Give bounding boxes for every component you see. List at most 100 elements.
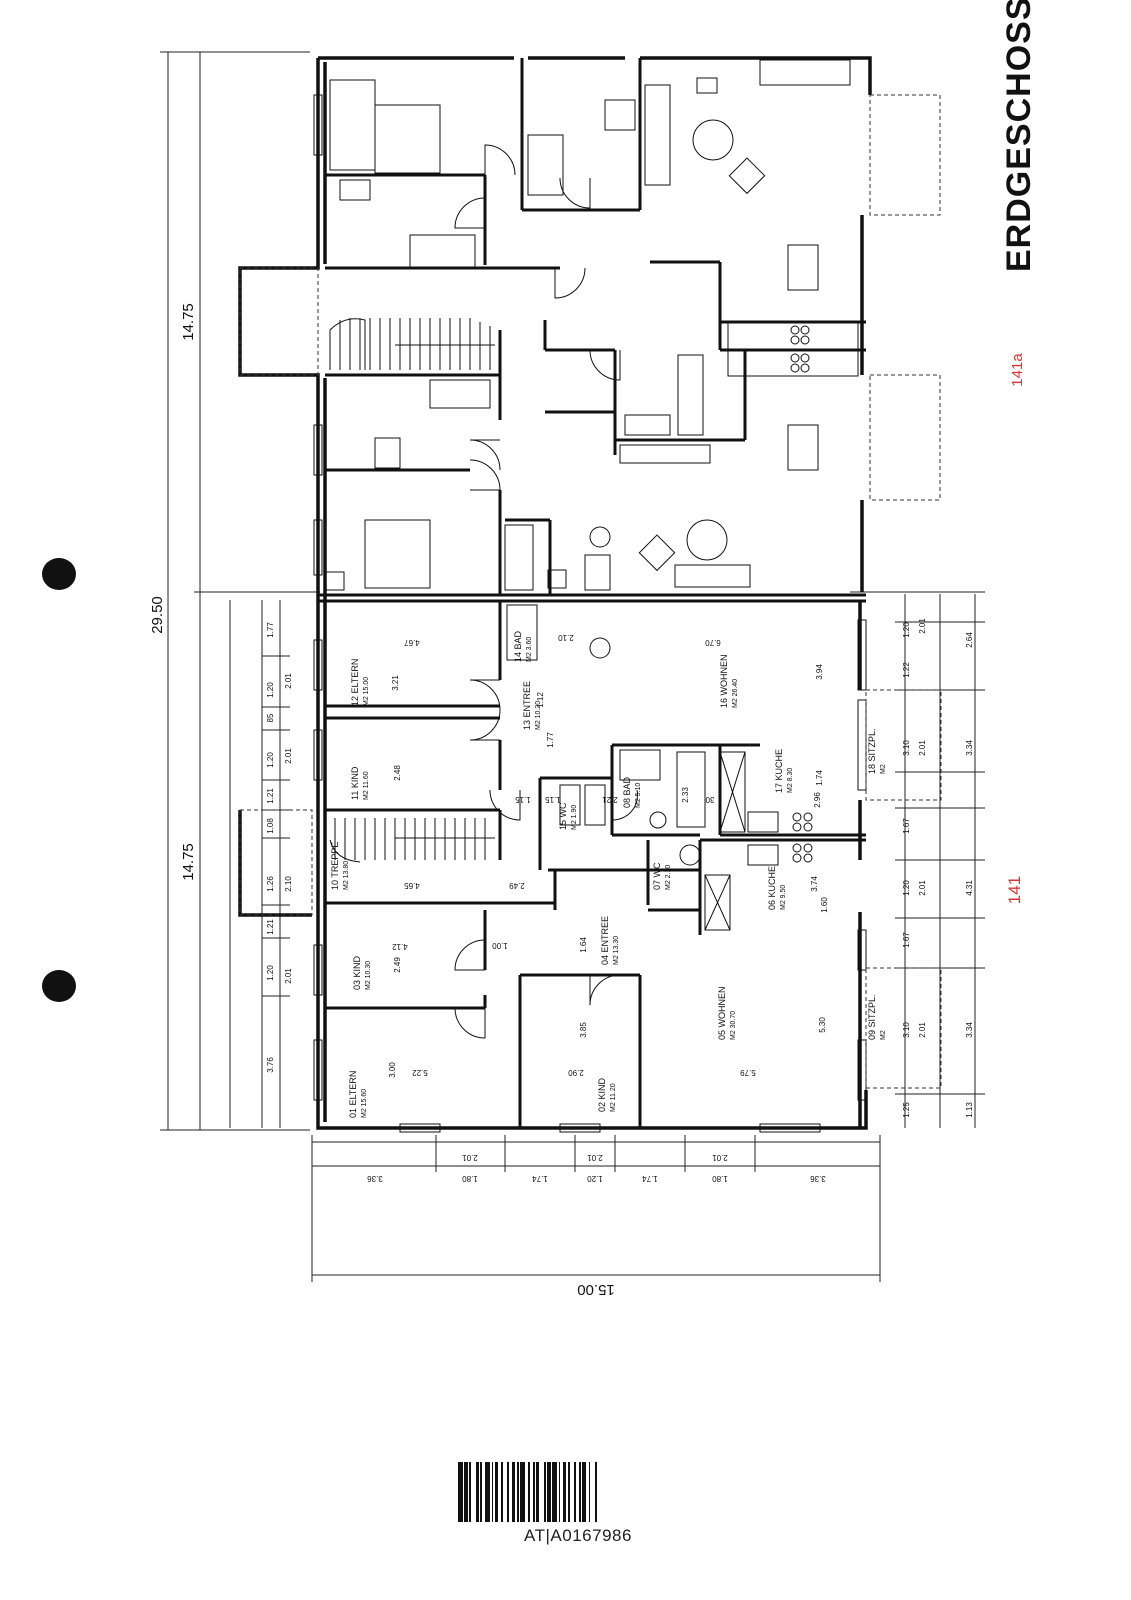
dimension-label: 4.12 <box>392 942 408 951</box>
dimension-label: 1.25 <box>902 1102 911 1118</box>
dimension-label: 1.74 <box>815 770 824 786</box>
room-label-01: 01 ELTERN <box>348 1071 358 1118</box>
interior-walls <box>318 58 866 1128</box>
room-label-04: 04 ENTREE <box>600 916 610 965</box>
dimension-label: 1.20 <box>902 622 911 638</box>
dimension-label: 3.10 <box>902 1022 911 1038</box>
dimension-label: 2.33 <box>681 787 690 803</box>
dimension-label: 1.13 <box>965 1102 974 1118</box>
barcode-text: AT|A0167986 <box>524 1526 632 1545</box>
room-area-10: M2 13.80 <box>343 861 350 890</box>
room-label-08: 08 BAD <box>622 776 632 808</box>
overall-width-label: 15.00 <box>577 1281 615 1298</box>
room-area-16: M2 26.40 <box>732 679 739 708</box>
round-table <box>692 119 734 161</box>
dimension-label: 3.36 <box>367 1174 383 1183</box>
room-area-15: M2 1.90 <box>571 805 578 830</box>
room-area-03: M2 10.30 <box>365 961 372 990</box>
dimension-label: 1.26 <box>266 876 275 892</box>
dimension-label: 1.20 <box>266 682 275 698</box>
dimension-label: 4.65 <box>404 881 420 890</box>
room-label-02: 02 KIND <box>597 1077 607 1112</box>
room-area-12: M2 15.00 <box>363 677 370 706</box>
room-label-11: 11 KIND <box>350 766 360 800</box>
dimension-label: 1.08 <box>266 818 275 834</box>
barcode-bars <box>458 1462 698 1522</box>
bed-2 <box>364 519 431 589</box>
dimension-label: 85 <box>266 713 275 722</box>
dimension-label: 3.10 <box>902 740 911 756</box>
dimension-label: 2.01 <box>284 673 293 689</box>
room-label-06: 06 KUCHE <box>767 866 777 910</box>
punch-hole <box>42 558 76 590</box>
room-area-06: M2 9.50 <box>780 885 787 910</box>
dimension-label: 1.21 <box>266 919 275 935</box>
room-area-09: M2 <box>880 1030 887 1040</box>
room-area-02: M2 11.20 <box>610 1083 617 1112</box>
room-area-11: M2 11.60 <box>363 771 370 800</box>
stair-lower <box>329 818 495 863</box>
dimension-label: 3.85 <box>579 1022 588 1038</box>
dimension-label: 4.67 <box>404 638 420 647</box>
room-label-14: 14 BAD <box>513 630 523 662</box>
dimension-label: 2.01 <box>462 1153 478 1162</box>
dimension-label: 2.01 <box>587 1153 603 1162</box>
room-label-07: 07 WC <box>652 862 662 890</box>
room-area-13: M2 10.20 <box>535 701 542 730</box>
dimension-label: 1.67 <box>902 818 911 834</box>
room-area-14: M2 3.60 <box>526 637 533 662</box>
dimension-label: 5.22 <box>412 1068 428 1077</box>
furniture <box>325 59 859 931</box>
dimension-label: 1.20 <box>266 965 275 981</box>
dimension-label: 6.70 <box>705 638 721 647</box>
dimension-label: 5.30 <box>818 1017 827 1033</box>
room-area-17: M2 8.30 <box>787 768 794 793</box>
staircases <box>329 318 495 863</box>
fireplace <box>759 59 851 86</box>
dimension-label: 1.15 <box>545 795 561 804</box>
dimension-label: 1.77 <box>266 622 275 638</box>
dimension-label: 1.21 <box>266 788 275 804</box>
upper-height-label: 14.75 <box>180 303 197 341</box>
dimension-label: 1.20 <box>587 1174 603 1183</box>
dimension-label: 3.34 <box>965 1022 974 1038</box>
room-area-04: M2 13.30 <box>613 936 620 965</box>
sofa-2 <box>674 564 751 588</box>
pencil-note: 141 <box>1005 876 1024 904</box>
dimension-label: 1.12 <box>536 692 545 708</box>
pencil-note: 141a <box>1009 353 1026 387</box>
outer-walls <box>238 56 872 1130</box>
dimension-label: 2.96 <box>813 792 822 808</box>
door-swings <box>454 144 638 1039</box>
dimension-label: 1.20 <box>902 880 911 896</box>
dimension-label: 2.01 <box>918 1022 927 1038</box>
dimension-label: 2.01 <box>918 740 927 756</box>
dimension-label: 1.64 <box>579 937 588 953</box>
terraces <box>239 94 942 1089</box>
dimension-label: 2.90 <box>568 1068 584 1077</box>
lower-height-label: 14.75 <box>180 843 197 881</box>
dimension-label: 2.01 <box>284 968 293 984</box>
dimension-label: 1.77 <box>546 732 555 748</box>
dimension-label: 1.00 <box>492 941 508 950</box>
dimension-label: 30 <box>705 795 714 804</box>
room-label-15: 15 WC <box>558 802 568 830</box>
dimension-label: 1.60 <box>820 897 829 913</box>
room-area-18: M2 <box>880 764 887 774</box>
room-label-16: 16 WOHNEN <box>719 654 729 708</box>
dimension-label: 3.34 <box>965 740 974 756</box>
dimension-label: 2.48 <box>393 765 402 781</box>
room-area-05: M2 30.70 <box>730 1011 737 1040</box>
sheet-title: ERDGESCHOSS <box>1000 0 1038 272</box>
room-label-12: 12 ELTERN <box>350 659 360 706</box>
dimension-label: 2.49 <box>393 957 402 973</box>
dimension-label: 3.94 <box>815 664 824 680</box>
dining-table <box>787 244 819 291</box>
dimension-label: 1.80 <box>462 1174 478 1183</box>
dimension-label: 2.49 <box>509 881 525 890</box>
room-label-17: 17 KUCHE <box>774 749 784 793</box>
bathtub <box>677 354 704 436</box>
room-area-07: M2 2.10 <box>665 865 672 890</box>
